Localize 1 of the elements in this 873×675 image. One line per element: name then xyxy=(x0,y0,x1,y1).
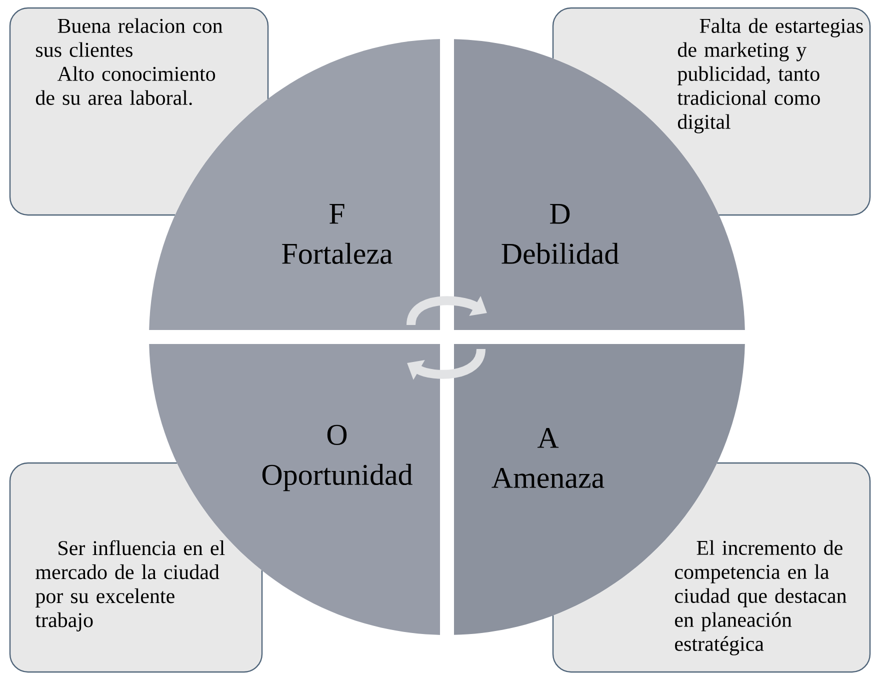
text-box: Ser influencia en el mercado de la ciudad por su excelente trabajo xyxy=(9,462,263,673)
